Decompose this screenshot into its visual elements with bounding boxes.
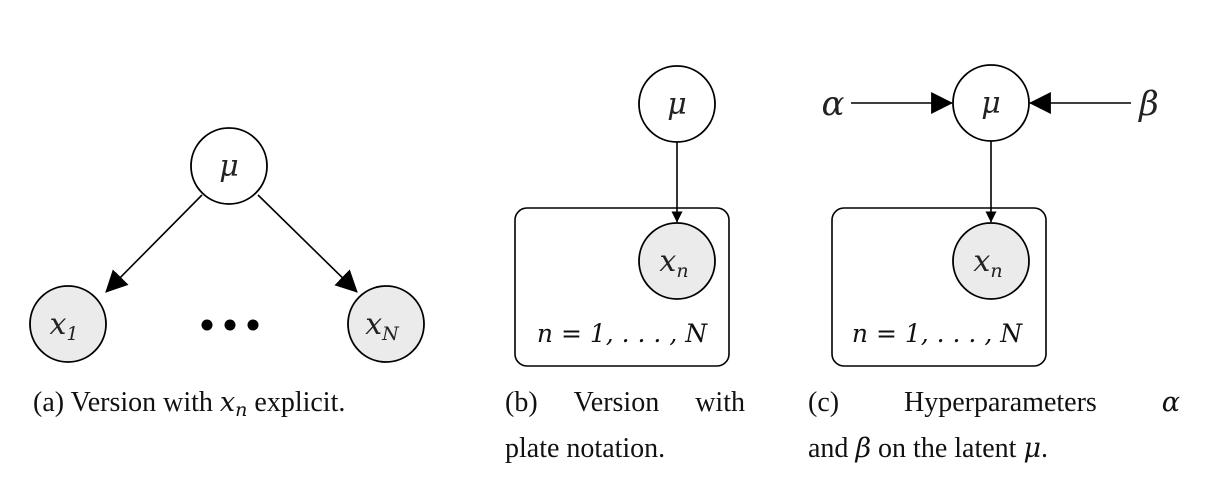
edge-mu-to-xN [257,194,358,293]
plate-index-label: n = 1, . . . , N [537,319,708,348]
caption-text: explicit. [247,387,346,418]
caption-math-mu: μ [1023,433,1042,464]
caption-line-2: plate notation. [505,433,666,464]
hyperparameter-alpha-label: α [822,84,845,124]
node-xn-label: xn [973,244,1002,282]
caption-panel-b: (b) Version with plate notation. [505,380,745,472]
node-x1-observed: x1 [29,285,107,363]
ellipsis-dot [224,319,236,331]
caption-panel-c: (c) Hyperparameters α and β on the laten… [808,380,1180,472]
edge-mu-to-x1 [105,194,203,293]
caption-math-beta: β [855,433,872,464]
node-mu-latent: μ [952,64,1030,142]
caption-text: on the latent [871,433,1024,464]
node-xn-observed: xn [638,222,716,300]
node-xn-observed: xn [952,222,1030,300]
panel-c-diagram: α β μ xn n = 1, . . . , N [822,64,1159,367]
caption-text: (a) Version with [33,387,220,418]
caption-line-2: and β on the latent μ. [808,426,1180,472]
caption-line-1: (c) Hyperparameters α [808,380,1180,426]
plate [831,207,1047,367]
node-mu-label: μ [981,86,1001,121]
caption-word: Version [573,387,660,418]
caption-panel-a: (a) Version with xn explicit. [33,380,345,433]
plate-index-label: n = 1, . . . , N [852,319,1023,348]
node-mu-latent: μ [190,127,268,205]
caption-math-subscript: n [235,399,248,421]
panel-b-diagram: μ xn n = 1, . . . , N [514,65,730,367]
plate [514,207,730,367]
caption-text: and [808,433,856,464]
node-xN-observed: xN [347,285,425,363]
node-xn-label: xn [659,244,688,282]
node-x1-label: x1 [49,307,78,345]
caption-math-alpha: α [1161,387,1180,418]
node-mu-latent: μ [638,65,716,143]
ellipsis-dot [201,319,213,331]
hyperparameter-beta-label: β [1137,84,1159,124]
caption-word: with [695,387,745,418]
caption-text: . [1041,433,1049,464]
node-xN-label: xN [365,307,400,345]
panel-a-diagram: μ x1 xN [29,127,425,363]
caption-word: (c) [808,387,840,418]
caption-word: (b) [505,387,538,418]
node-mu-label: μ [667,87,687,122]
ellipsis-dot [247,319,259,331]
caption-math-x: x [219,387,236,418]
caption-word: Hyperparameters [904,387,1097,418]
node-mu-label: μ [219,149,239,184]
caption-line-1: (b) Version with [505,380,745,426]
ellipsis-dots [201,319,259,331]
